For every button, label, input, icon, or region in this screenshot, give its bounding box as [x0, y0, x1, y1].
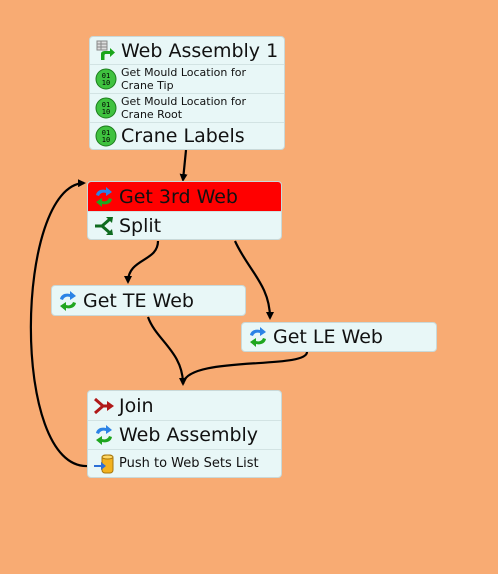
loop-arrows-icon [247, 326, 269, 348]
svg-text:01: 01 [102, 129, 110, 137]
row-label: Push to Web Sets List [119, 456, 259, 471]
node-join-group[interactable]: Join Web Assembly Push to Web Sets List [87, 390, 282, 478]
row-join[interactable]: Join [88, 391, 281, 420]
row-label: Get LE Web [273, 326, 383, 348]
svg-text:10: 10 [102, 108, 110, 116]
svg-text:01: 01 [102, 72, 110, 80]
edge-split-to-get-te-web [124, 240, 160, 284]
row-web-assembly-1[interactable]: Web Assembly 1 [90, 37, 284, 64]
join-arrow-icon [93, 395, 115, 417]
row-push-to-web-sets-list[interactable]: Push to Web Sets List [88, 449, 281, 477]
row-label: Web Assembly 1 [121, 39, 279, 62]
row-label: Get 3rd Web [119, 185, 238, 208]
edge-get-le-web-to-join [181, 351, 309, 385]
row-get-3rd-web[interactable]: Get 3rd Web [88, 182, 281, 211]
row-label: Join [119, 394, 154, 417]
svg-text:10: 10 [102, 136, 110, 144]
row-label: Get TE Web [83, 289, 194, 312]
row-split[interactable]: Split [88, 211, 281, 239]
svg-text:10: 10 [102, 79, 110, 87]
table-arrow-icon [95, 40, 117, 62]
loop-arrows-icon [57, 290, 79, 312]
edge-loop-back-to-get-3rd-web [29, 179, 89, 468]
node-get-le-web[interactable]: Get LE Web [241, 322, 437, 352]
edge-crane-labels-to-get-3rd-web [179, 149, 188, 182]
row-label: Crane Labels [121, 125, 245, 147]
push-list-icon [93, 453, 115, 475]
row-get-te-web[interactable]: Get TE Web [52, 286, 245, 315]
loop-arrows-icon [93, 186, 115, 208]
node-get-3rd-web-group[interactable]: Get 3rd Web Split [87, 181, 282, 240]
svg-text:01: 01 [102, 101, 110, 109]
edge-get-te-web-to-join [146, 316, 187, 386]
row-get-le-web[interactable]: Get LE Web [242, 323, 436, 351]
row-label: Get Mould Location for Crane Root [121, 95, 246, 121]
row-label: Get Mould Location for Crane Tip [121, 66, 246, 92]
row-label: Web Assembly [119, 424, 259, 446]
row-web-assembly[interactable]: Web Assembly [88, 420, 281, 449]
row-label: Split [119, 215, 162, 237]
node-get-te-web[interactable]: Get TE Web [51, 285, 246, 316]
split-icon [93, 215, 115, 237]
loop-arrows-icon [93, 424, 115, 446]
